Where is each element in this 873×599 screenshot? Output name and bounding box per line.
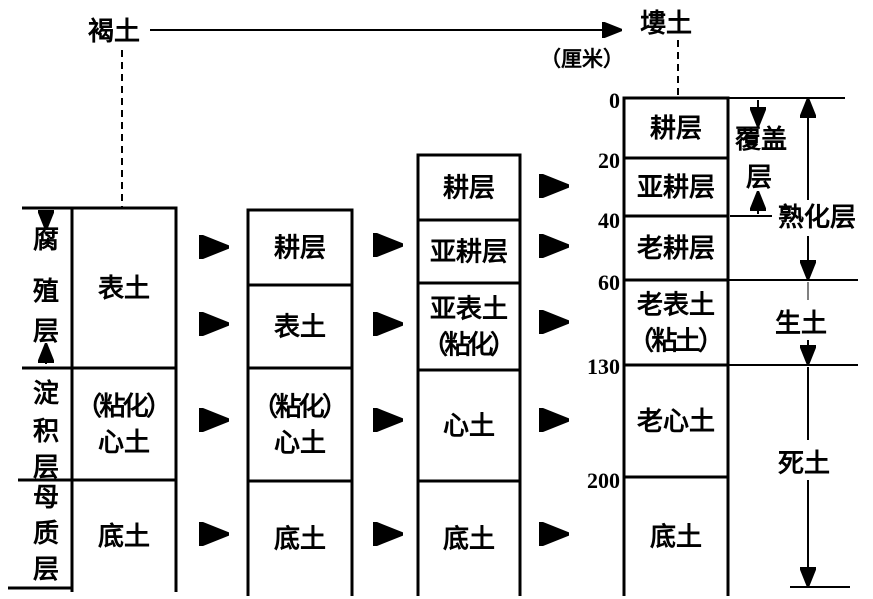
- left-horizon-label-char: 层: [33, 317, 59, 347]
- depth-tick-label: 0: [609, 88, 620, 113]
- layer-label: 底土: [98, 521, 150, 552]
- layer-label: 底土: [650, 522, 702, 553]
- layer-label: 表土: [274, 313, 326, 343]
- layer-label: （粘土）: [628, 327, 724, 357]
- layer-label: 心土: [98, 428, 150, 458]
- layer-label: 老心土: [637, 407, 715, 437]
- title-right: 塿土: [640, 8, 692, 39]
- left-horizon-label-char: 母: [33, 483, 59, 513]
- depth-tick-label: 60: [598, 270, 620, 295]
- unit-label: （厘米）: [540, 47, 624, 71]
- right-annotation-lines: [728, 97, 858, 588]
- dead-soil-label: 死土: [778, 449, 830, 479]
- left-horizon-label-char: 质: [33, 519, 59, 549]
- title-left: 褐土: [88, 16, 140, 47]
- left-horizon-label-char: 层: [33, 555, 59, 585]
- depth-tick-label: 200: [587, 468, 620, 493]
- raw-soil-label: 生土: [775, 309, 827, 339]
- layer-label: 底土: [274, 524, 326, 555]
- depth-tick-label: 20: [598, 148, 620, 173]
- left-horizon-label-char: 淀: [33, 378, 60, 409]
- layer-label: 亚耕层: [430, 238, 508, 268]
- layer-label: 底土: [443, 524, 495, 555]
- layer-label: 老表土: [637, 291, 715, 321]
- left-horizon-label-char: 层: [33, 453, 59, 483]
- cover-layer-label-2: 层: [746, 163, 772, 193]
- layer-label: 耕层: [443, 174, 495, 204]
- depth-tick-label: 40: [598, 208, 620, 233]
- layer-label: 心土: [274, 429, 326, 459]
- layer-label: 亚表土: [430, 295, 508, 325]
- left-horizon-label-char: 腐: [33, 225, 59, 255]
- layer-label: （粘化）: [422, 331, 516, 361]
- cover-layer-label-1: 覆盖: [734, 124, 787, 155]
- mature-layer-label: 熟化层: [778, 202, 856, 233]
- layer-label: （粘化）: [76, 392, 172, 422]
- depth-tick-label: 130: [587, 354, 620, 379]
- left-horizon-labels: [8, 206, 72, 590]
- layer-label: 耕层: [650, 114, 702, 144]
- layer-label: （粘化）: [252, 393, 348, 423]
- left-horizon-label-char: 殖: [33, 276, 59, 307]
- layer-label: 表土: [98, 274, 150, 304]
- left-horizon-label-char: 积: [33, 417, 59, 447]
- layer-label: 心土: [443, 412, 495, 442]
- layer-label: 老耕层: [637, 234, 715, 264]
- layer-label: 亚耕层: [637, 173, 715, 203]
- layer-label: 耕层: [274, 234, 326, 264]
